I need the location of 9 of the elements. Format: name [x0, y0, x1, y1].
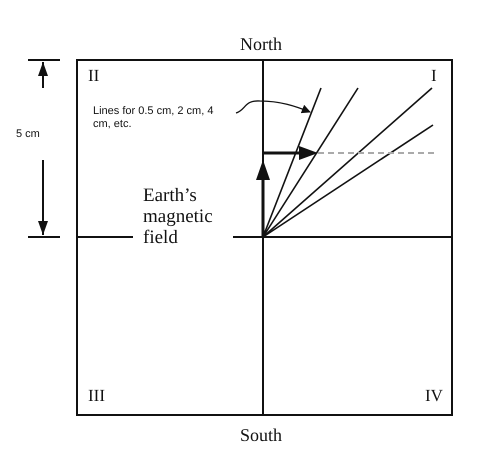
dimension-label: 5 cm [16, 128, 40, 140]
leader-line [236, 100, 311, 114]
note-text: Lines for 0.5 cm, 2 cm, 4 cm, etc. [93, 105, 233, 131]
quadrant-label: IV [425, 386, 443, 406]
quadrant-label: II [88, 66, 100, 86]
direction-label: South [240, 425, 282, 446]
direction-label: North [240, 34, 282, 55]
quadrant-label: I [431, 66, 437, 86]
quadrant-label: III [88, 386, 105, 406]
